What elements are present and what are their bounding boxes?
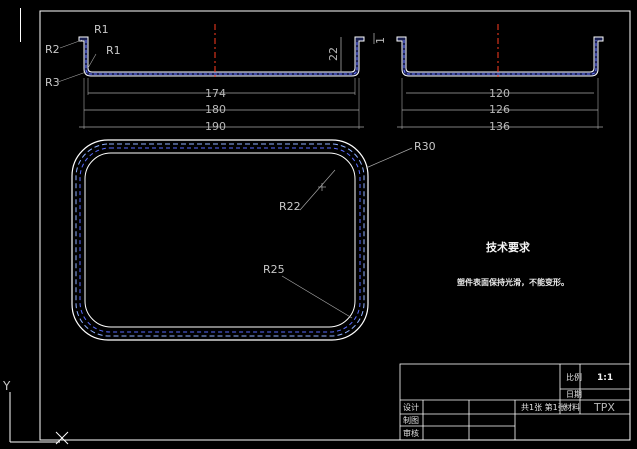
dim-text-22: 22: [327, 47, 340, 61]
dim-text-180: 180: [205, 103, 226, 116]
tb-scale-value: 1:1: [597, 373, 613, 383]
radius-label-r22: R22: [279, 200, 301, 213]
drawing-frame: [39, 10, 631, 441]
section-view-right: [396, 24, 604, 129]
dim-text-120: 120: [489, 87, 510, 100]
radius-label-r1-inner: R1: [106, 44, 121, 57]
plan-view: [71, 139, 413, 341]
notes-body: 塑件表面保持光滑，不能变形。: [457, 277, 569, 287]
ucs-y-label: Y: [2, 379, 11, 393]
dim-text-1: 1: [374, 37, 387, 44]
tb-material-label: 材料: [564, 402, 580, 412]
tb-review-label: 审核: [403, 428, 419, 438]
dim-text-190: 190: [205, 120, 226, 133]
plan-wall-dashed: [79, 147, 361, 333]
tb-material-value: TPX: [593, 401, 615, 414]
radius-label-r25: R25: [263, 263, 285, 276]
title-block: [399, 363, 631, 441]
dim-text-174: 174: [205, 87, 226, 100]
plan-flange-dashed: [75, 143, 365, 337]
dim-text-136: 136: [489, 120, 510, 133]
tb-date-label: 日期: [566, 390, 582, 399]
plan-inner-floor: [84, 152, 356, 328]
notes-title: 技术要求: [486, 240, 531, 254]
tb-scale-label: 比例: [566, 372, 582, 382]
part-section-hatch: [85, 40, 358, 75]
radius-label-r2: R2: [45, 43, 60, 56]
radius-label-r30: R30: [414, 140, 436, 153]
plan-outer-rim: [71, 139, 369, 341]
frame-edge-mark: [20, 8, 21, 42]
section-view-left: [57, 24, 375, 129]
part-section-outline-right: [396, 36, 604, 77]
radius-label-r3: R3: [45, 76, 60, 89]
ucs-icon: [9, 392, 69, 445]
radius-label-r1-top: R1: [94, 23, 109, 36]
part-section-outline: [78, 36, 365, 77]
tb-sheet-info: 共1张 第1张: [521, 402, 566, 412]
dim-text-126: 126: [489, 103, 510, 116]
tb-drafting-label: 制图: [403, 415, 419, 425]
tb-design-label: 设计: [403, 402, 419, 412]
